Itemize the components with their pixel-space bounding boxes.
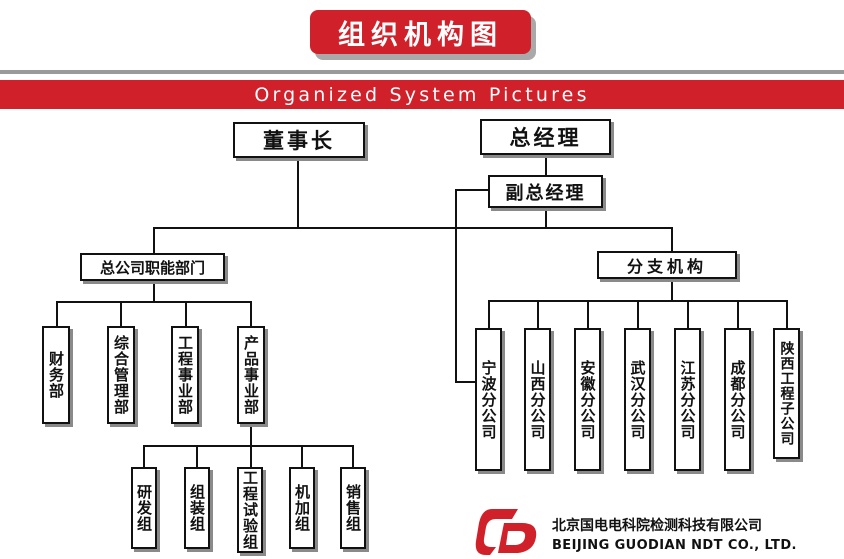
department-box: 财务部 bbox=[42, 326, 70, 424]
department-label: 综合管理部 bbox=[112, 335, 130, 415]
branch-box: 宁波分公司 bbox=[475, 328, 502, 471]
connector bbox=[153, 279, 155, 302]
connector bbox=[250, 425, 252, 446]
connector bbox=[786, 300, 788, 329]
chairman-label: 董事长 bbox=[263, 129, 335, 153]
deputy-general-manager-box: 副总经理 bbox=[488, 175, 603, 208]
subtitle-banner: Organized System Pictures bbox=[0, 80, 844, 109]
company-name-en: BEIJING GUODIAN NDT CO., LTD. bbox=[552, 538, 797, 553]
branches-label: 分支机构 bbox=[626, 257, 707, 276]
branch-label: 山西分公司 bbox=[528, 359, 547, 440]
branch-box: 成都分公司 bbox=[724, 328, 751, 471]
connector bbox=[143, 445, 145, 468]
branch-label: 宁波分公司 bbox=[479, 359, 498, 440]
connector bbox=[56, 301, 252, 303]
branch-label: 成都分公司 bbox=[728, 359, 747, 440]
general-manager-label: 总经理 bbox=[509, 126, 582, 150]
branch-box: 陕西工程子公司 bbox=[773, 328, 800, 459]
chairman-box: 董事长 bbox=[233, 122, 365, 158]
branch-label: 安徽分公司 bbox=[578, 359, 597, 440]
branch-box: 山西分公司 bbox=[524, 328, 551, 471]
connector bbox=[455, 381, 477, 383]
branch-box: 武汉分公司 bbox=[624, 328, 651, 471]
connector bbox=[737, 300, 739, 329]
branch-box: 江苏分公司 bbox=[674, 328, 701, 471]
hq-departments-label: 总公司职能部门 bbox=[99, 258, 205, 277]
connector bbox=[671, 277, 673, 301]
connector bbox=[545, 206, 547, 228]
connector bbox=[185, 301, 187, 327]
connector bbox=[455, 189, 457, 382]
connector bbox=[301, 445, 303, 468]
department-label: 产品事业部 bbox=[242, 335, 260, 415]
connector bbox=[455, 189, 489, 191]
group-box: 工程试验组 bbox=[237, 467, 263, 553]
connector bbox=[143, 445, 354, 447]
connector bbox=[637, 300, 639, 329]
hq-departments-box: 总公司职能部门 bbox=[80, 253, 225, 281]
branch-label: 陕西工程子公司 bbox=[778, 341, 795, 446]
company-name-cn: 北京国电电科院检测科技有限公司 bbox=[552, 518, 762, 534]
branch-label: 江苏分公司 bbox=[678, 359, 697, 440]
connector bbox=[153, 227, 155, 253]
title-badge: 组织机构图 bbox=[310, 10, 531, 54]
group-label: 工程试验组 bbox=[241, 470, 259, 550]
connector bbox=[352, 445, 354, 468]
page-subtitle: Organized System Pictures bbox=[254, 83, 590, 106]
connector bbox=[153, 227, 673, 229]
group-label: 研发组 bbox=[135, 484, 153, 532]
group-label: 组装组 bbox=[188, 484, 206, 532]
group-box: 组装组 bbox=[184, 467, 210, 549]
connector bbox=[537, 300, 539, 329]
company-logo-icon bbox=[475, 509, 537, 555]
branch-box: 安徽分公司 bbox=[574, 328, 601, 471]
department-box: 产品事业部 bbox=[237, 326, 265, 424]
group-label: 机加组 bbox=[293, 484, 311, 532]
group-box: 研发组 bbox=[131, 467, 157, 549]
connector bbox=[488, 300, 490, 329]
connector bbox=[687, 300, 689, 329]
group-label: 销售组 bbox=[344, 484, 362, 532]
department-label: 财务部 bbox=[47, 351, 65, 399]
connector bbox=[250, 445, 252, 468]
connector bbox=[297, 156, 299, 228]
group-box: 机加组 bbox=[289, 467, 315, 549]
connector bbox=[196, 445, 198, 468]
page-title: 组织机构图 bbox=[338, 19, 503, 51]
connector bbox=[250, 301, 252, 327]
branches-box: 分支机构 bbox=[597, 251, 737, 279]
connector bbox=[587, 300, 589, 329]
department-box: 综合管理部 bbox=[107, 326, 135, 424]
deputy-general-manager-label: 副总经理 bbox=[505, 182, 586, 204]
connector bbox=[545, 153, 547, 176]
department-label: 工程事业部 bbox=[176, 335, 194, 415]
connector bbox=[671, 227, 673, 253]
general-manager-box: 总经理 bbox=[480, 119, 611, 155]
connector bbox=[56, 301, 58, 327]
connector bbox=[120, 301, 122, 327]
group-box: 销售组 bbox=[340, 467, 366, 549]
department-box: 工程事业部 bbox=[171, 326, 199, 424]
divider bbox=[0, 70, 844, 74]
branch-label: 武汉分公司 bbox=[628, 359, 647, 440]
